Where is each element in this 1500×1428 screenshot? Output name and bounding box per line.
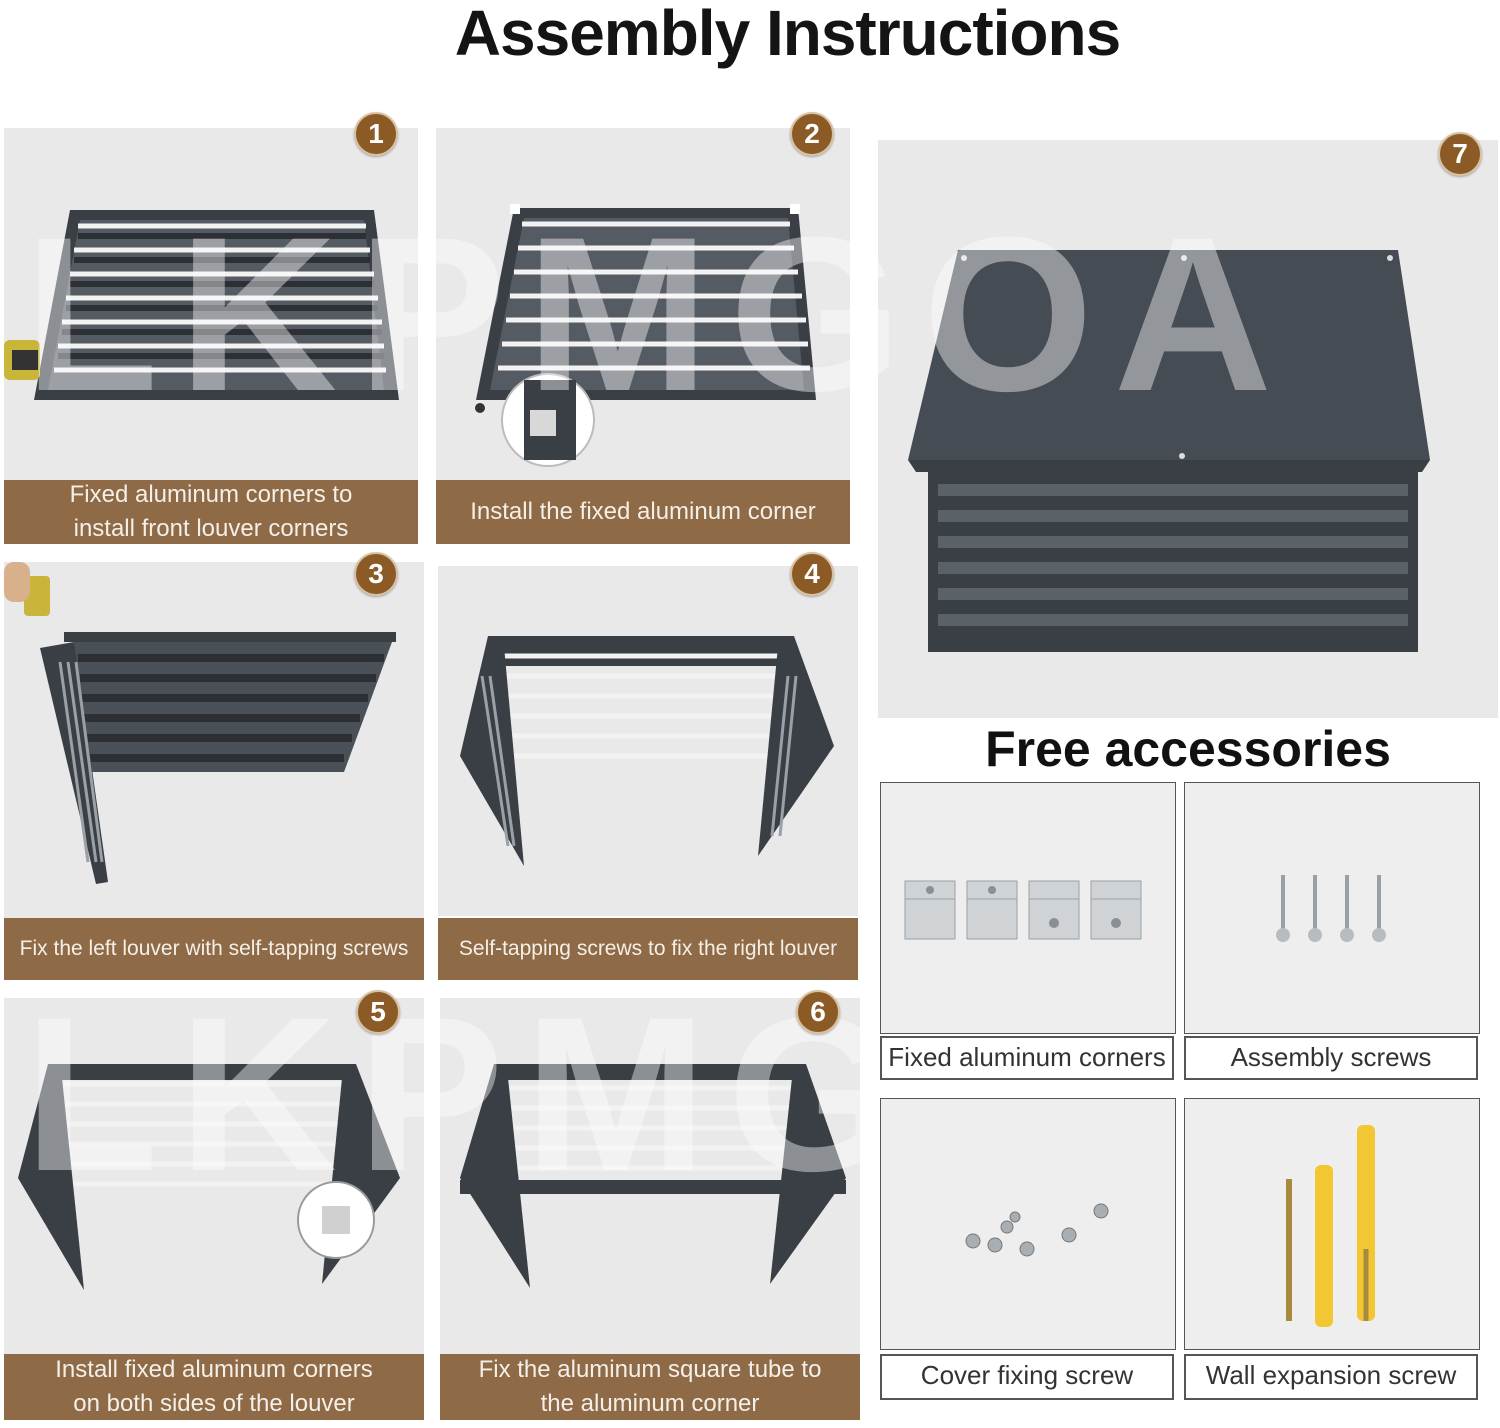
left-louver-illustration [4, 562, 396, 884]
accessory-cover-screw-tile [880, 1098, 1176, 1350]
watermark-text: LKPMGOA [24, 191, 418, 437]
watermark-text: LKPMGOA [878, 191, 1293, 437]
step-5-badge: 5 [356, 990, 400, 1034]
step-3-panel [4, 562, 424, 918]
step-6-caption: Fix the aluminum square tube to the alum… [440, 1354, 860, 1420]
step-6-caption-line1: Fix the aluminum square tube to [478, 1356, 822, 1383]
accessory-cover-screw-label: Cover fixing screw [880, 1354, 1174, 1400]
page-title: Assembly Instructions [454, 0, 1121, 69]
step-2-caption-line1: Install the fixed aluminum corner [470, 498, 816, 525]
step-2-panel: LKPMGOA [436, 128, 850, 480]
accessory-aluminum-corners-label: Fixed aluminum corners [880, 1036, 1174, 1080]
accessory-assembly-screws-label: Assembly screws [1184, 1036, 1478, 1080]
step-7-panel: LKPMGOA [878, 140, 1498, 718]
step-4-panel [438, 566, 858, 916]
accessory-wall-expansion-label: Wall expansion screw [1184, 1354, 1478, 1400]
step-1-badge: 1 [354, 112, 398, 156]
step-6-badge: 6 [796, 990, 840, 1034]
step-1-caption-line1: Fixed aluminum corners to [69, 481, 353, 508]
step-6-caption-line2: the aluminum corner [540, 1390, 760, 1417]
small-screw-icon [965, 1203, 1109, 1257]
screw-icon [1276, 875, 1386, 942]
step-6-panel: LKPMGOA [440, 998, 860, 1354]
right-louver-illustration [460, 636, 834, 866]
step-7-badge: 7 [1438, 132, 1482, 176]
step-5-caption-line2: on both sides of the louver [73, 1390, 355, 1417]
step-5-panel: LKPMGOA [4, 998, 424, 1354]
step-4-caption: Self-tapping screws to fix the right lou… [438, 918, 858, 980]
accessory-assembly-screws-tile [1184, 782, 1480, 1034]
louver-sides-corners-illustration [18, 1064, 400, 1290]
step-1-caption-line2: install front louver corners [73, 515, 349, 542]
louver-corner-illustration [475, 204, 816, 467]
square-tube-illustration [460, 1064, 846, 1288]
accessories-title: Free accessories [985, 721, 1391, 777]
step-2-caption: Install the fixed aluminum corner [436, 480, 850, 544]
accessory-aluminum-corners-tile [880, 782, 1176, 1034]
aluminum-corner-icon [904, 880, 1142, 940]
step-1-panel: LKPMGOA [4, 128, 418, 480]
louver-frame-front-illustration [4, 210, 399, 400]
watermark-text: LKPMGOA [440, 998, 860, 1217]
step-5-caption: Install fixed aluminum corners on both s… [4, 1354, 424, 1420]
finished-cover-illustration [908, 250, 1430, 652]
step-4-caption-line1: Self-tapping screws to fix the right lou… [458, 937, 838, 960]
step-2-badge: 2 [790, 112, 834, 156]
accessory-wall-expansion-tile [1184, 1098, 1480, 1350]
step-1-caption: Fixed aluminum corners to install front … [4, 480, 418, 544]
step-4-badge: 4 [790, 552, 834, 596]
step-3-badge: 3 [354, 552, 398, 596]
step-3-caption: Fix the left louver with self-tapping sc… [4, 918, 424, 980]
step-3-caption-line1: Fix the left louver with self-tapping sc… [19, 937, 409, 960]
watermark-text: LKPMGOA [24, 998, 424, 1217]
step-5-caption-line1: Install fixed aluminum corners [55, 1356, 373, 1383]
wall-anchor-icon [1286, 1125, 1375, 1327]
watermark-text: LKPMGOA [436, 191, 850, 437]
